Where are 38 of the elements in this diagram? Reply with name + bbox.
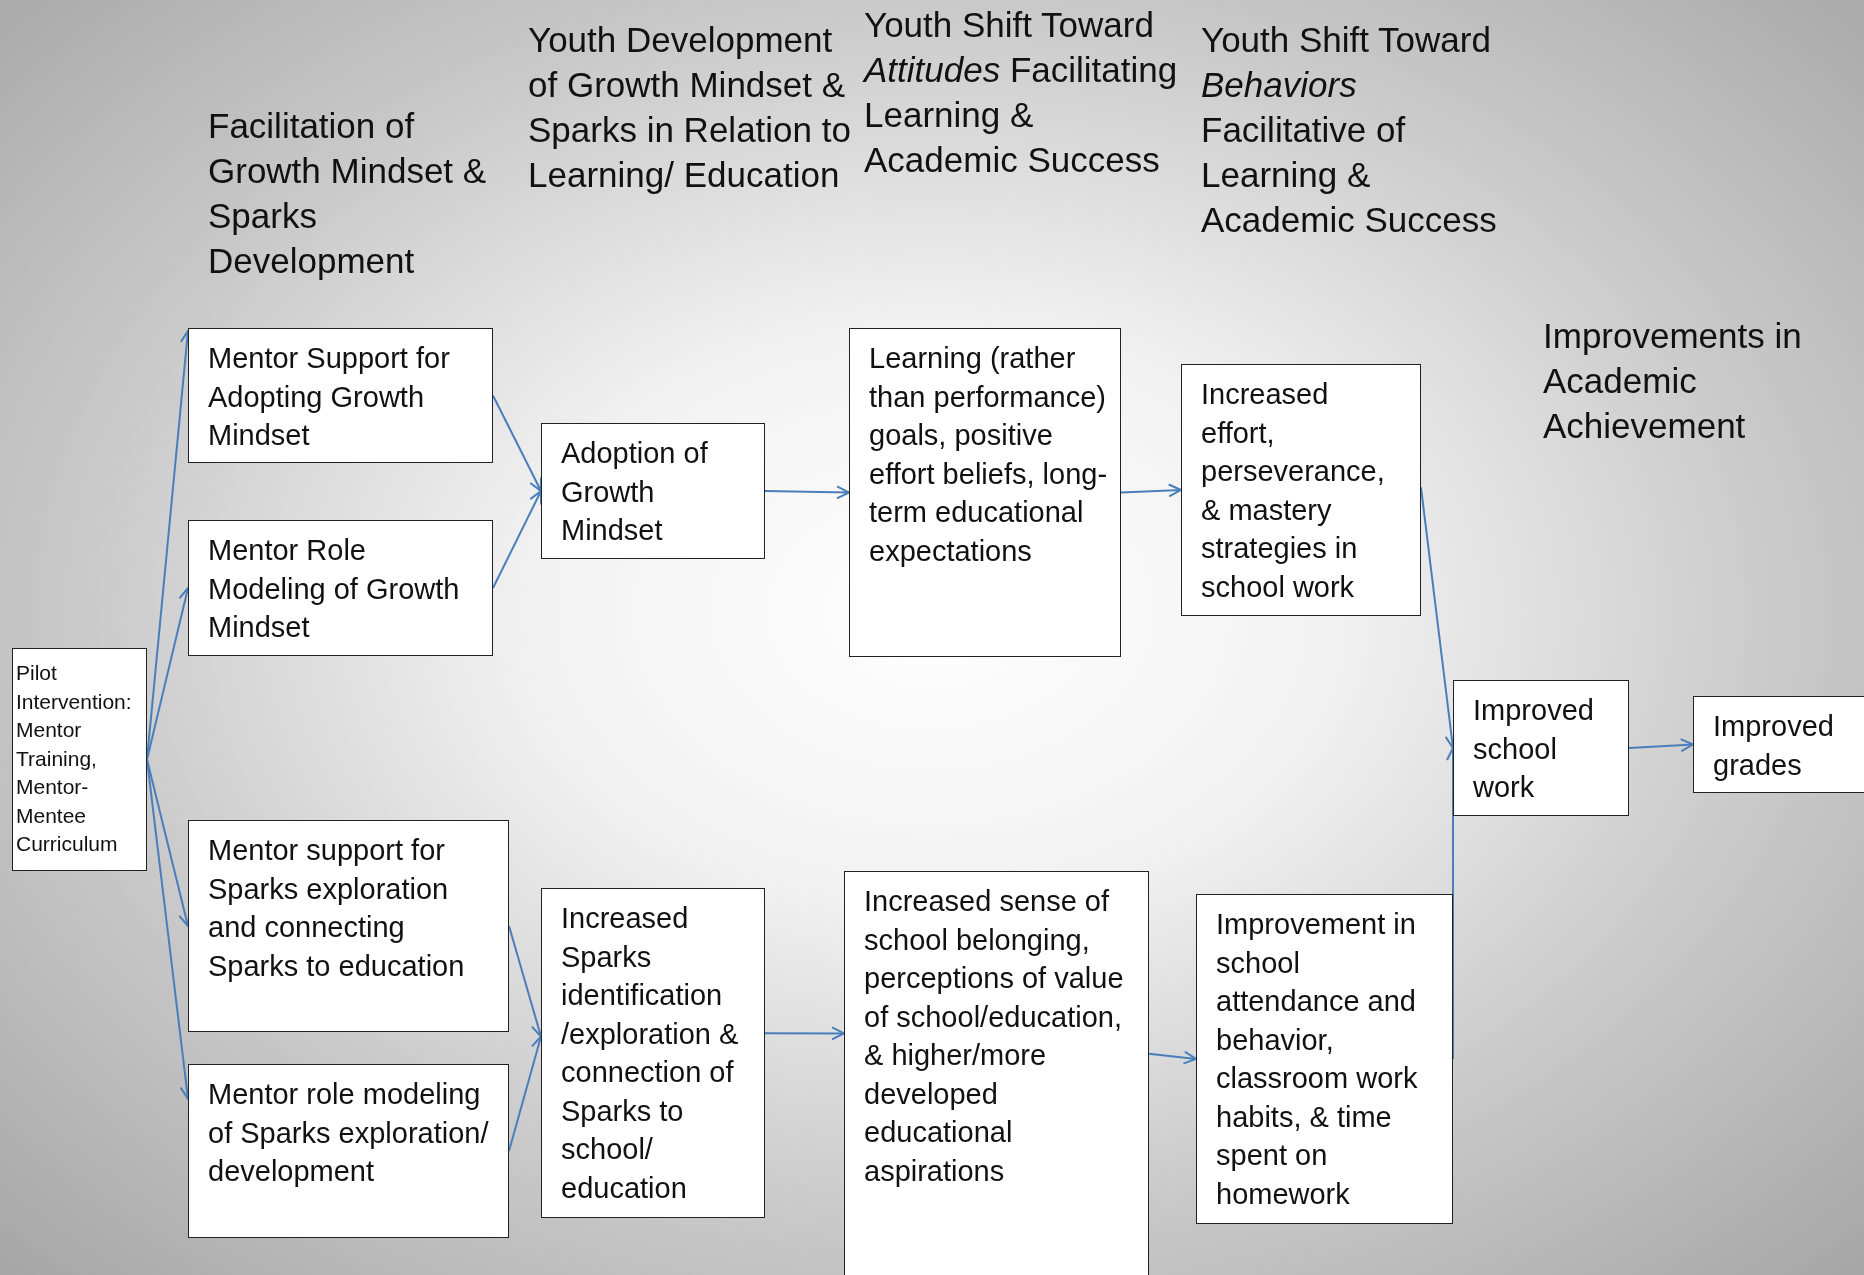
arrow [492, 394, 542, 492]
process-box [12, 648, 147, 871]
arrow [764, 485, 850, 500]
box-text: Increased sense of school belonging, perceptions of value of school/education, & higher/more developed educational aspirations [864, 884, 1125, 1189]
process-box [1196, 894, 1453, 1224]
process-box [188, 1064, 509, 1238]
process-box [1181, 364, 1421, 616]
box-text: Mentor role modeling of Sparks exploration/ development [208, 1077, 490, 1189]
box-text: Mentor Role Modeling of Growth Mindset [208, 533, 461, 645]
box-text: Pilot Intervention: Mentor Training, Mentor-Mentee Curriculum [16, 660, 133, 857]
column-heading: Youth Shift Toward Attitudes Facilitating Learning & Academic Success [864, 4, 1179, 181]
column-heading: Youth Development of Growth Mindset & Sparks in Relation to Learning/ Education [528, 19, 852, 196]
process-box [844, 871, 1149, 1275]
box-text: Adoption of Growth Mindset [561, 436, 709, 548]
box-text: Improvement in school attendance and behavior, classroom work habits, & time spent on homework [1216, 907, 1419, 1212]
arrow [492, 490, 543, 589]
arrow [1148, 1050, 1197, 1065]
column-heading: Youth Shift Toward Behaviors Facilitative of Learning & Academic Success [1201, 19, 1498, 241]
box-text: Increased effort, perseverance, & mastery strategies in school work [1201, 377, 1386, 605]
process-box [1453, 680, 1629, 816]
arrow [1628, 738, 1694, 753]
process-box [188, 520, 493, 656]
process-box [849, 328, 1121, 657]
process-box [541, 888, 765, 1218]
process-box [188, 820, 509, 1032]
process-box [541, 423, 765, 559]
box-text: Improved grades [1713, 709, 1835, 783]
box-text: Increased Sparks identification /exploration & connection of Sparks to school/ education [561, 901, 740, 1206]
arrow [1120, 483, 1182, 498]
box-text: Improved school work [1473, 693, 1595, 805]
box-text: Learning (rather than performance) goals, positive effort beliefs, long-term educational expectations [869, 341, 1108, 569]
box-text: Mentor support for Sparks exploration and connecting Sparks to education [208, 833, 466, 984]
process-box [188, 328, 493, 463]
column-heading: Facilitation of Growth Mindset & Sparks Development [208, 105, 488, 282]
process-box [1693, 696, 1864, 793]
column-heading: Improvements in Academic Achievement [1543, 315, 1803, 447]
box-text: Mentor Support for Adopting Growth Mindset [208, 341, 451, 453]
arrow [764, 1026, 845, 1041]
